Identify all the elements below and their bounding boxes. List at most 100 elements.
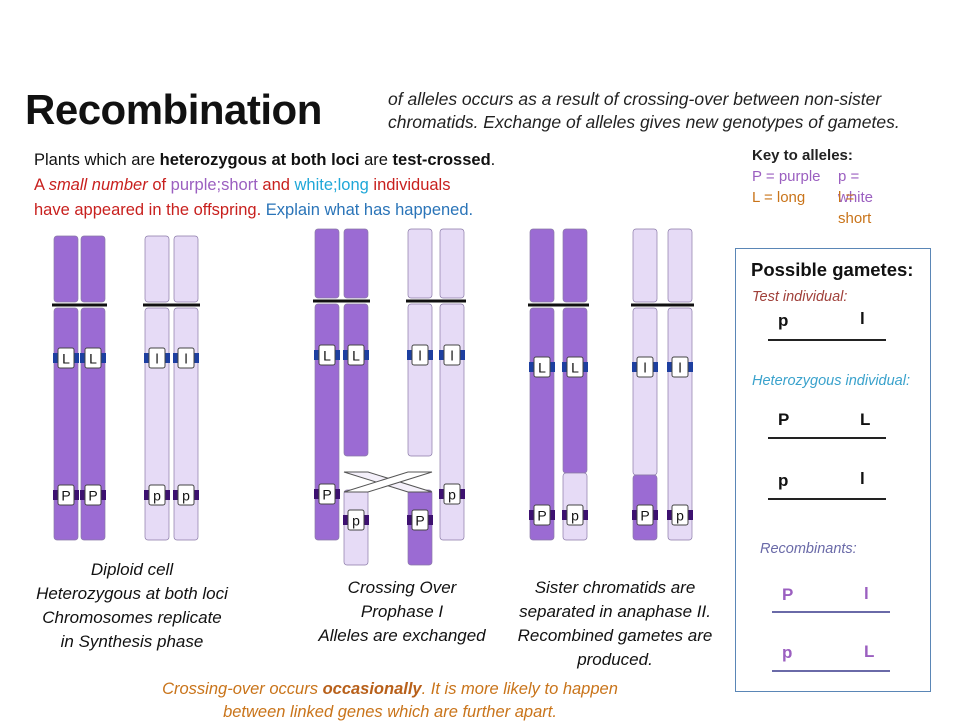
- chromatid-arm: [80, 235, 106, 303]
- allele-box: [443, 483, 461, 505]
- gamete-line: [772, 611, 890, 613]
- intro-bold: test-crossed: [392, 151, 491, 169]
- chromatid-arm: [173, 235, 199, 303]
- allele-box: [177, 347, 195, 369]
- gamete-line: [768, 437, 886, 439]
- allele-box: [411, 344, 429, 366]
- page-title: Recombination: [25, 86, 322, 133]
- chromatid-arm: [562, 307, 588, 474]
- allele-label: L: [538, 360, 546, 376]
- chromatid-arm: [343, 303, 369, 457]
- phenotype-white-long: white;long: [294, 176, 369, 194]
- chromatid-arm: [407, 303, 433, 457]
- intro-question: Explain what has happened.: [261, 201, 474, 219]
- caption-line: Diploid cell: [90, 560, 174, 579]
- key-purple: P = purple: [752, 168, 821, 185]
- gamete-line: [772, 670, 890, 672]
- allele-label: P: [322, 487, 331, 503]
- chromatid-arm: [632, 228, 658, 303]
- allele-label: l: [643, 360, 646, 376]
- allele-box: [347, 509, 365, 531]
- intro-text: Plants which are: [34, 151, 160, 169]
- footnote-line-2: between linked genes which are further a…: [223, 703, 557, 721]
- key-title: Key to alleles:: [752, 147, 853, 164]
- allele-label: l: [418, 348, 421, 364]
- gamete-allele: p: [778, 311, 789, 330]
- allele-box: [57, 484, 75, 506]
- footnote: Crossing-over occurs occasionally. It is…: [100, 678, 680, 724]
- key-row-colour: P = purple p = white: [752, 166, 873, 206]
- allele-box: [533, 504, 551, 526]
- intro-text: .: [490, 151, 496, 169]
- caption-line: Heterozygous at both loci: [36, 584, 228, 603]
- intro-text: are: [359, 151, 393, 169]
- allele-label: L: [89, 351, 97, 367]
- intro-italic: small number: [48, 176, 148, 194]
- allele-label: L: [352, 348, 360, 364]
- intro-line-1: Plants which are heterozygous at both lo…: [34, 148, 654, 173]
- caption-line: Sister chromatids are: [534, 578, 696, 597]
- key-short: l = short: [838, 189, 872, 227]
- chromatid-arm: [529, 228, 555, 303]
- allele-label: P: [88, 488, 97, 504]
- allele-label: L: [62, 351, 70, 367]
- gamete-allele: p: [778, 471, 789, 490]
- chromatid-arm: [314, 303, 340, 541]
- allele-box: [318, 483, 336, 505]
- intro-text: have appeared in the offspring.: [34, 201, 262, 219]
- footnote-text: . It is more likely to happen: [421, 680, 618, 698]
- possible-gametes-box: Possible gametes: Test individual: p l H…: [735, 248, 931, 692]
- allele-box: [148, 347, 166, 369]
- allele-label: l: [678, 360, 681, 376]
- caption-line: Alleles are exchanged: [318, 626, 486, 645]
- allele-box: [318, 344, 336, 366]
- allele-box: [347, 344, 365, 366]
- subtitle: of alleles occurs as a result of crossin…: [388, 89, 900, 132]
- footnote-bold: occasionally: [322, 680, 422, 698]
- allele-label: p: [571, 508, 579, 524]
- caption-line: separated in anaphase II.: [519, 602, 711, 621]
- allele-box: [533, 356, 551, 378]
- key-row-length: L = long l = short: [752, 187, 871, 227]
- gamete-line: [768, 339, 886, 341]
- allele-label: P: [415, 513, 424, 529]
- key-white: p = white: [838, 168, 874, 206]
- caption-line: Recombined gametes are: [517, 626, 713, 645]
- gamete-allele: P: [778, 410, 790, 429]
- key-long: L = long: [752, 189, 806, 206]
- caption-line: produced.: [577, 650, 653, 669]
- allele-label: p: [153, 488, 161, 504]
- allele-box: [636, 356, 654, 378]
- chromatid-arm: [439, 303, 465, 541]
- allele-label: l: [184, 351, 187, 367]
- caption-anaphase: Sister chromatids are separated in anaph…: [500, 576, 730, 672]
- question-text: Plants which are heterozygous at both lo…: [34, 148, 654, 223]
- allele-box: [566, 356, 584, 378]
- allele-label: P: [537, 508, 546, 524]
- gamete-allele: l: [864, 584, 869, 603]
- allele-box: [636, 504, 654, 526]
- crossover-strand: [343, 471, 433, 493]
- gamete-allele: l: [860, 469, 865, 488]
- allele-box: [671, 356, 689, 378]
- allele-label: p: [352, 513, 360, 529]
- allele-label: p: [448, 487, 456, 503]
- allele-key: Key to alleles: P = purple p = white L =…: [752, 145, 873, 227]
- chromatid-arm: [407, 228, 433, 299]
- caption-line: Crossing Over: [347, 578, 457, 597]
- caption-diploid: Diploid cell Heterozygous at both loci C…: [14, 558, 250, 654]
- chromatid-arm: [144, 235, 170, 303]
- allele-box: [148, 484, 166, 506]
- allele-box: [84, 484, 102, 506]
- intro-text: A: [34, 176, 49, 194]
- allele-box: [411, 509, 429, 531]
- heterozygous-individual-label: Heterozygous individual:: [752, 373, 910, 389]
- allele-box: [671, 504, 689, 526]
- footnote-text: Crossing-over occurs: [162, 680, 323, 698]
- intro-text: individuals: [368, 176, 451, 194]
- footnote-line-1: Crossing-over occurs occasionally. It is…: [100, 678, 680, 701]
- gametes-title: Possible gametes:: [751, 259, 914, 280]
- allele-box: [177, 484, 195, 506]
- chromatid-arm: [632, 307, 658, 476]
